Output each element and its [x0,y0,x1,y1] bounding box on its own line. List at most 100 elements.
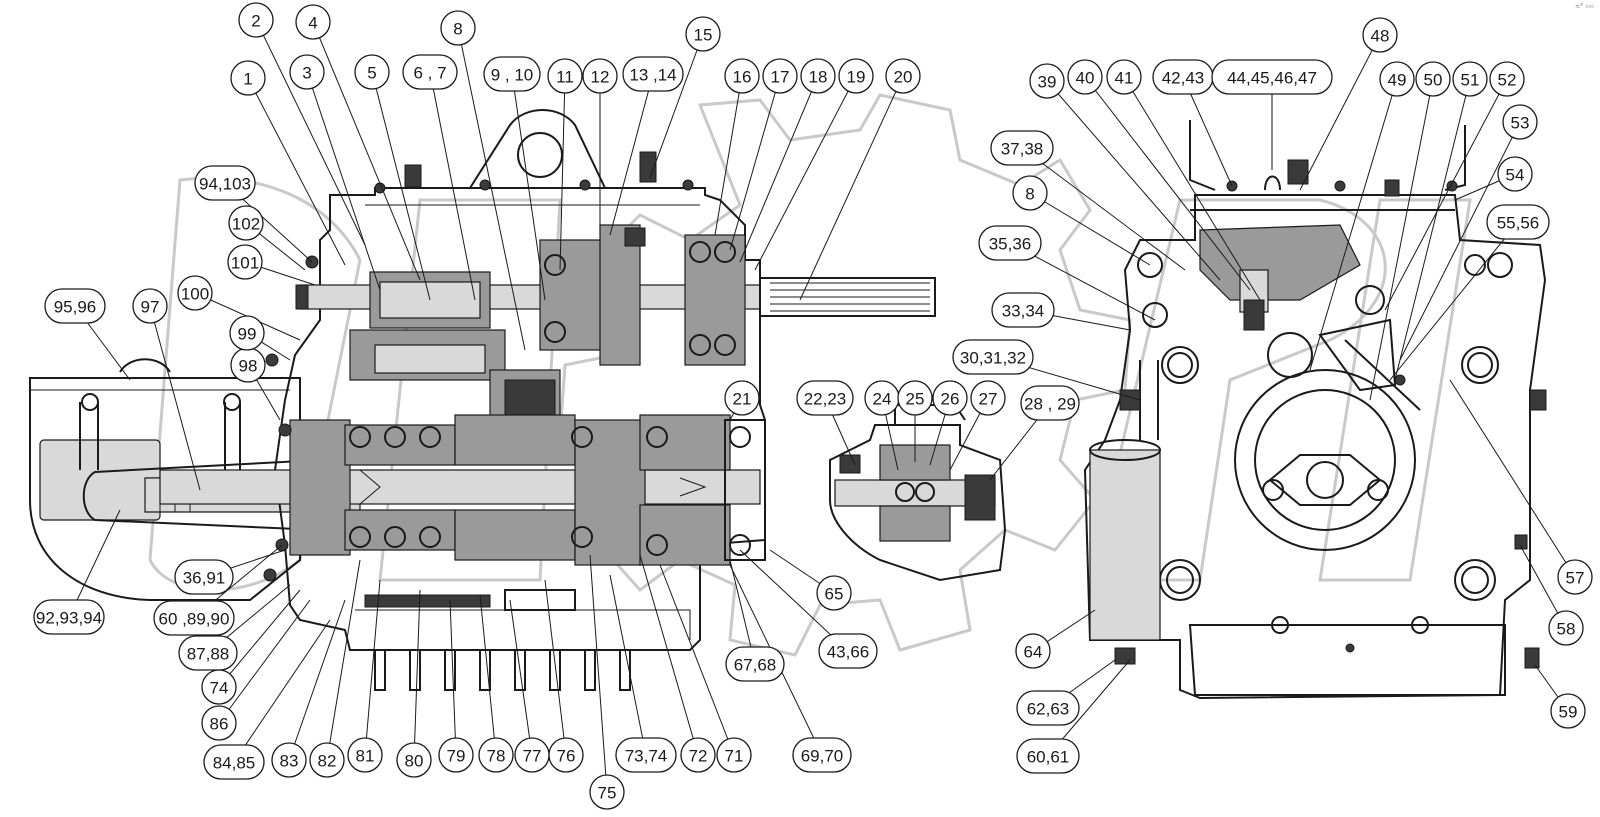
callout-bubble [1106,59,1142,95]
callout-c74b: 74 [201,669,237,705]
callout-label: 4 [308,14,317,33]
callout-c97: 97 [132,288,168,324]
callout-label: 59 [1559,703,1578,722]
leader-line-c97 [149,305,201,491]
callout-bubble [396,742,432,778]
callout-bubble [1452,61,1488,97]
leader-line-c53 [1399,121,1521,361]
callout-label: 21 [733,390,752,409]
callout-c80: 80 [396,742,432,778]
callout-bubble [680,737,716,773]
callout-label: 62,63 [1027,700,1070,719]
callout-label: 6 , 7 [413,64,446,83]
callout-c50: 50 [1415,61,1451,97]
callout-bubble [174,559,234,595]
callout-bubble [615,737,677,773]
callout-bubble [1016,738,1080,774]
callout-label: 20 [894,68,913,87]
callout-bubble [229,315,265,351]
callout-c57: 57 [1557,559,1593,595]
callout-bubble [952,339,1034,375]
callout-label: 15 [694,26,713,45]
callout-bubble [838,58,874,94]
callout-c77: 77 [514,737,550,773]
callout-c11: 11 [547,58,583,94]
callout-label: 43,66 [827,643,870,662]
callout-bubble [792,737,852,773]
leader-line-c19 [754,75,857,271]
callout-bubble [33,599,105,635]
leader-line-c76 [544,579,567,756]
callout-c42_43: 42,43 [1152,59,1214,95]
callout-c54: 54 [1497,156,1533,192]
leader-line-c4 [312,21,421,281]
callout-bubble [1020,385,1080,421]
callout-c26: 26 [932,380,968,416]
leader-line-c39 [1046,80,1221,281]
callout-c19: 19 [838,58,874,94]
leader-line-c20 [799,75,904,301]
callout-bubble [885,58,921,94]
callout-c25: 25 [897,380,933,416]
callout-bubble [1557,559,1593,595]
callout-c82: 82 [309,742,345,778]
callout-c60_89_90: 60 ,89,90 [153,600,235,636]
callout-bubble [547,58,583,94]
callout-c8a: 8 [440,10,476,46]
callout-bubble [991,292,1055,328]
callout-bubble [725,646,785,682]
callout-label: 48 [1371,27,1390,46]
leader-line-c16 [714,75,743,236]
callout-c30_32: 30,31,32 [952,339,1034,375]
callout-c36_91: 36,91 [174,559,234,595]
mounting-lug [469,109,606,189]
callout-label: 51 [1461,71,1480,90]
callout-c41: 41 [1106,59,1142,95]
leader-line-c11 [559,75,566,271]
callout-bubble [194,165,256,201]
callout-bubble [932,380,968,416]
callout-bubble [44,288,106,324]
callout-label: 3 [302,64,311,83]
callout-bubble [1362,17,1398,53]
callout-bubble [478,737,514,773]
callout-c101: 101 [227,244,263,280]
leader-line-c55_56 [1389,221,1519,381]
mount-boss [1234,369,1416,551]
callout-bubble [1486,204,1550,240]
callout-c49: 49 [1379,61,1415,97]
callout-label: 81 [356,747,375,766]
callout-label: 5 [367,64,376,83]
leader-line-c51 [1394,78,1471,381]
callout-c84_85: 84,85 [203,744,265,780]
callout-c79: 79 [438,737,474,773]
callout-bubble [724,380,760,416]
callout-c18: 18 [800,58,836,94]
callout-bubble [970,380,1006,416]
callout-label: 95,96 [54,298,97,317]
callout-bubble [438,737,474,773]
callout-bubble [347,737,383,773]
leader-line-c50 [1369,78,1434,401]
callout-label: 50 [1424,71,1443,90]
callout-bubble [440,10,476,46]
callout-bubble [295,4,331,40]
leader-line-c8a [457,27,526,351]
leader-line-c72 [639,554,699,756]
callout-label: 77 [523,747,542,766]
callout-bubble [153,600,235,636]
callout-c51: 51 [1452,61,1488,97]
leader-line-c73_74 [609,574,647,756]
leader-line-c1 [247,77,346,266]
callout-label: 72 [689,747,708,766]
callout-c44_47: 44,45,46,47 [1211,59,1333,95]
callout-c62_63: 62,63 [1016,690,1080,726]
callout-label: 92,93,94 [36,609,102,628]
callout-c83: 83 [271,742,307,778]
callout-bubble [402,54,458,90]
callout-label: 11 [556,68,574,87]
callout-label: 40 [1076,69,1095,88]
callout-bubble [1211,59,1333,95]
callout-label: 74 [210,679,229,698]
callout-c2: 2 [238,2,274,38]
